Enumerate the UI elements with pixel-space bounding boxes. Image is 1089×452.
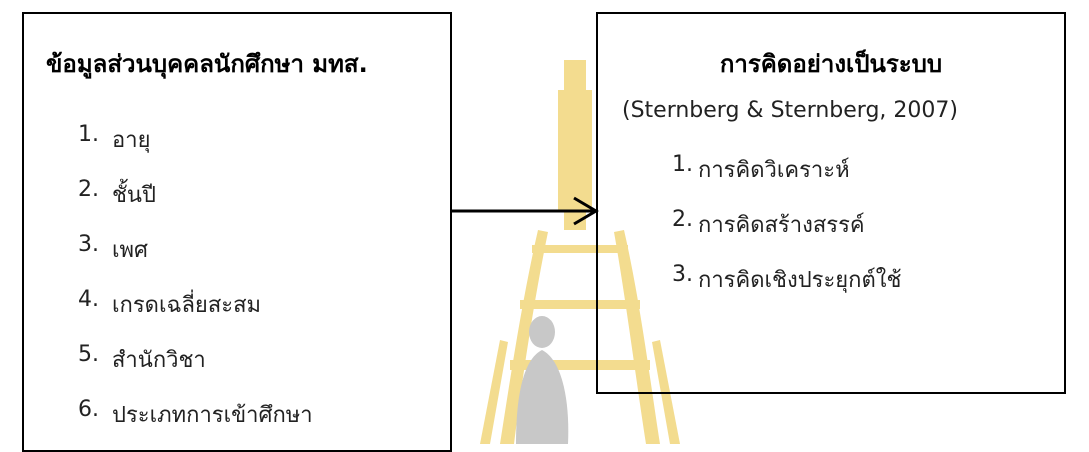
citation: (Sternberg & Sternberg, 2007) xyxy=(622,98,958,123)
personal-data-title: ข้อมูลส่วนบุคคลนักศึกษา มทส. xyxy=(46,50,368,78)
item-number: 6. xyxy=(78,397,99,422)
item-number: 2. xyxy=(672,207,693,232)
item-number: 3. xyxy=(78,232,99,257)
item-number: 1. xyxy=(672,152,693,177)
item-number: 1. xyxy=(78,122,99,147)
item-label: เกรดเฉลี่ยสะสม xyxy=(112,293,261,318)
item-label: ชั้นปี xyxy=(112,183,156,208)
item-label: อายุ xyxy=(112,128,151,153)
personal-data-box: ข้อมูลส่วนบุคคลนักศึกษา มทส. 1. อายุ 2. … xyxy=(22,12,452,452)
item-number: 5. xyxy=(78,342,99,367)
watermark-gold-tower xyxy=(480,60,680,444)
item-label: เพศ xyxy=(112,238,148,263)
item-label: สำนักวิชา xyxy=(112,348,206,373)
item-label: การคิดสร้างสรรค์ xyxy=(698,213,865,238)
watermark-gray-figure xyxy=(516,316,569,444)
item-number: 3. xyxy=(672,262,693,287)
item-label: การคิดเชิงประยุกต์ใช้ xyxy=(698,268,902,293)
systematic-thinking-title: การคิดอย่างเป็นระบบ xyxy=(719,50,943,78)
right-arrow-icon xyxy=(450,196,599,226)
item-label: การคิดวิเคราะห์ xyxy=(698,158,850,183)
item-number: 4. xyxy=(78,287,99,312)
item-label: ประเภทการเข้าศึกษา xyxy=(112,403,313,428)
systematic-thinking-box: การคิดอย่างเป็นระบบ (Sternberg & Sternbe… xyxy=(596,12,1066,394)
item-number: 2. xyxy=(78,177,99,202)
